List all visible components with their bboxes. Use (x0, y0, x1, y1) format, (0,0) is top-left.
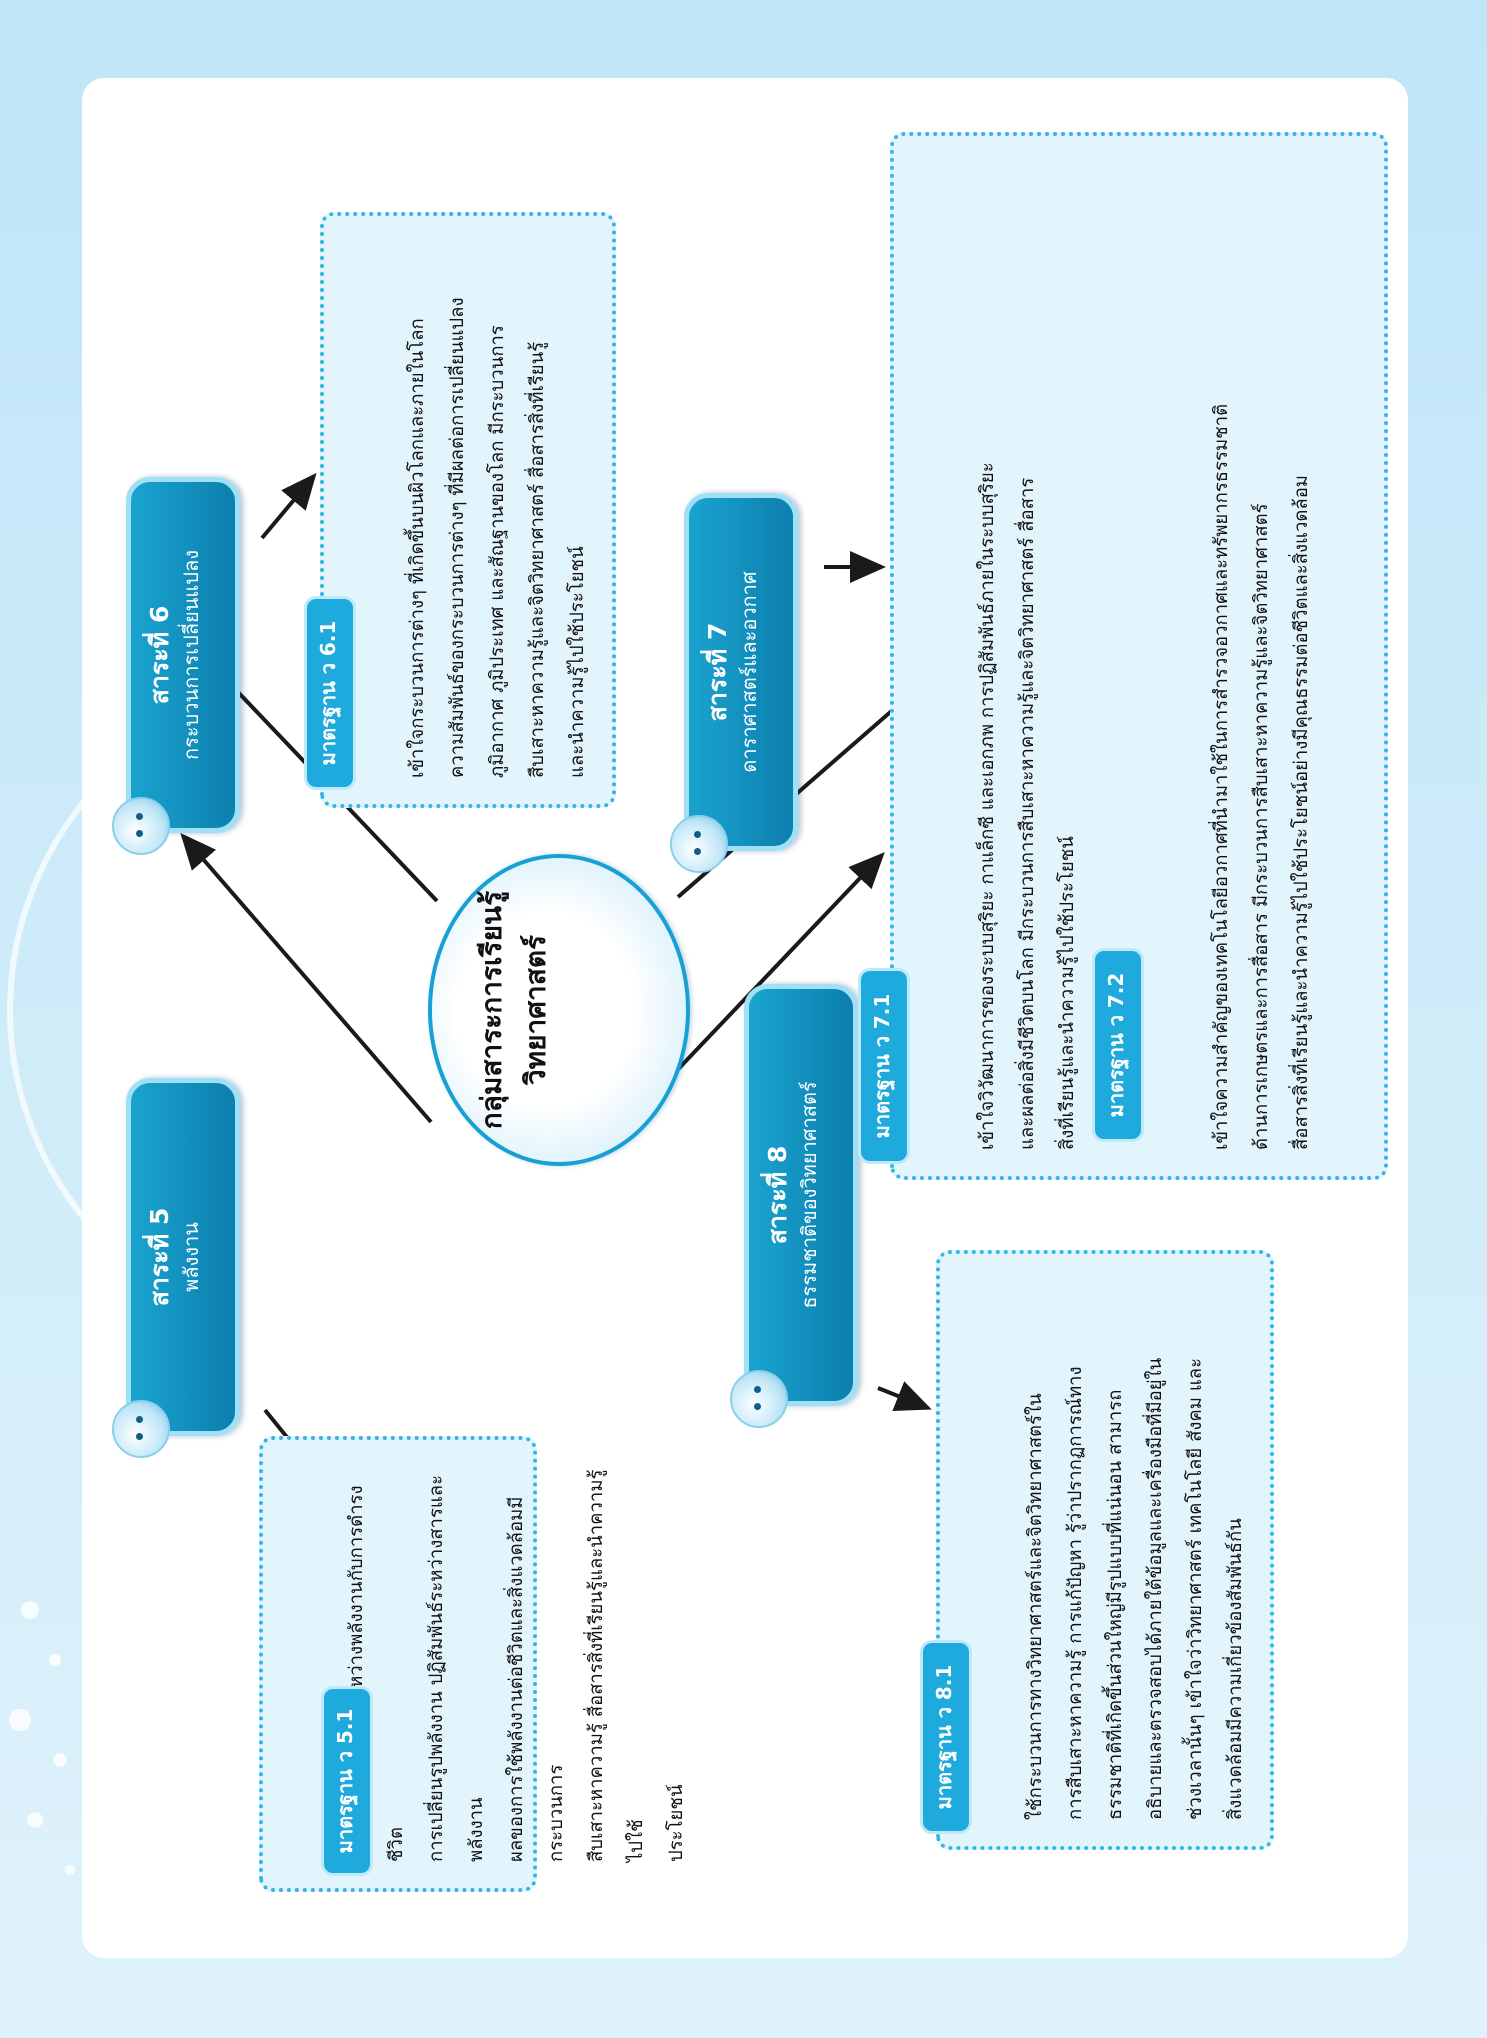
standard-text-line: ใช้กระบวนการทางวิทยาศาสตร์และจิตวิทยาศาส… (1025, 1393, 1046, 1820)
standard-text-line: ด้านการเกษตรและการสื่อสาร มีกระบวนการสืบ… (1251, 503, 1272, 1150)
standard-5-1-badge: มาตรฐาน ว 5.1 (321, 1686, 373, 1876)
standard-text-line: เข้าใจวิวัฒนาการของระบบสุริยะ กาแล็กซี แ… (977, 462, 998, 1150)
standard-text-line: และนำความรู้ไปใช้ประโยชน์ (567, 546, 588, 778)
arrow-topic-6-to-standard (260, 472, 317, 540)
standard-text-line: สิ่งที่เรียนรู้และนำความรู้ไปใช้ประโยชน์ (1057, 836, 1078, 1150)
standard-text-line: ช่วงเวลานั้นๆ เข้าใจว่าวิทยาศาสตร์ เทคโน… (1185, 1357, 1206, 1820)
topic-6-name: กระบวนการเปลี่ยนแปลง (179, 549, 203, 761)
standard-text-line: สืบเสาะหาความรู้และจิตวิทยาศาสตร์ สื่อสา… (527, 341, 548, 778)
standard-text-line: เข้าใจความสำคัญของเทคโนโลยีอวกาศที่นำมาใ… (1211, 403, 1232, 1150)
topic-7-box: สาระที่ 7 ดาราศาสตร์และอวกาศ (684, 493, 798, 851)
topic-6-number: สาระที่ 6 (145, 605, 174, 705)
topic-8-box: สาระที่ 8 ธรรมชาติของวิทยาศาสตร์ (744, 984, 858, 1406)
standard-8-1-panel: ใช้กระบวนการทางวิทยาศาสตร์และจิตวิทยาศาส… (936, 1250, 1274, 1850)
standard-text-line: สื่อสารสิ่งที่เรียนรู้และนำความรู้ไปใช้ป… (1291, 474, 1312, 1150)
mascot-icon (730, 1370, 788, 1428)
arrow-topic-8-to-standard (877, 1381, 932, 1411)
topic-6-box: สาระที่ 6 กระบวนการเปลี่ยนแปลง (126, 477, 240, 833)
mascot-icon (112, 797, 170, 855)
topic-5-box: สาระที่ 5 พลังงาน (126, 1078, 240, 1436)
standard-text-line: เข้าใจกระบวนการต่างๆ ที่เกิดขึ้นบนผิวโลก… (407, 318, 428, 778)
topic-8-name: ธรรมชาติของวิทยาศาสตร์ (797, 1081, 821, 1309)
topic-5-number: สาระที่ 5 (145, 1207, 174, 1307)
standard-text-line: ประโยชน์ (666, 1784, 687, 1862)
standard-8-1-badge: มาตรฐาน ว 8.1 (920, 1640, 972, 1834)
standard-7-2-text: เข้าใจความสำคัญของเทคโนโลยีอวกาศที่นำมาใ… (1202, 136, 1384, 1176)
mind-map: กลุ่มสาระการเรียนรู้ วิทยาศาสตร์ สาระที่… (82, 78, 1408, 1958)
standard-5-1-panel: เข้าใจความสัมพันธ์ระหว่างพลังงานกับการดำ… (259, 1436, 687, 1892)
standard-7-1-badge: มาตรฐาน ว 7.1 (858, 968, 910, 1164)
standard-6-1-panel: เข้าใจกระบวนการต่างๆ ที่เกิดขึ้นบนผิวโลก… (320, 212, 616, 808)
standard-6-1-text: เข้าใจกระบวนการต่างๆ ที่เกิดขึ้นบนผิวโลก… (398, 216, 612, 804)
standard-text-line: สืบเสาะหาความรู้ สื่อสารสิ่งที่เรียนรู้แ… (586, 1469, 647, 1862)
standard-7-1-text: เข้าใจวิวัฒนาการของระบบสุริยะ กาแล็กซี แ… (968, 136, 1088, 1176)
topic-8-number: สาระที่ 8 (763, 1145, 792, 1245)
arrow-to-topic-8 (662, 852, 885, 1086)
standard-text-line: การเปลี่ยนรูปพลังงาน ปฏิสัมพันธ์ระหว่างส… (426, 1474, 487, 1862)
arrow-to-topic-5 (180, 832, 433, 1124)
standard-text-line: และผลต่อสิ่งมีชีวิตบนโลก มีกระบวนการสืบเ… (1017, 477, 1038, 1150)
standard-6-1-badge: มาตรฐาน ว 6.1 (304, 596, 356, 790)
standard-text-line: ความสัมพันธ์ของกระบวนการต่างๆ ที่มีผลต่อ… (447, 297, 468, 778)
topic-7-number: สาระที่ 7 (703, 622, 732, 722)
standard-text-line: อธิบายและตรวจสอบได้ภายใต้ข้อมูลและเครื่อ… (1145, 1357, 1166, 1820)
mascot-icon (670, 815, 728, 873)
mascot-icon (112, 1400, 170, 1458)
standard-text-line: การสืบเสาะหาความรู้ การแก้ปัญหา รู้ว่าปร… (1065, 1366, 1086, 1820)
standard-7-2-badge: มาตรฐาน ว 7.2 (1092, 948, 1144, 1142)
topic-7-name: ดาราศาสตร์และอวกาศ (737, 571, 761, 773)
standard-text-line: ภูมิอากาศ ภูมิประเทศ และสัณฐานของโลก มีก… (487, 325, 508, 778)
center-topic: กลุ่มสาระการเรียนรู้ วิทยาศาสตร์ (428, 854, 690, 1166)
standard-text-line: ผลของการใช้พลังงานต่อชีวิตและสิ่งแวดล้อม… (506, 1496, 567, 1862)
standard-text-line: สิ่งแวดล้อมมีความเกี่ยวข้องสัมพันธ์กัน (1225, 1518, 1246, 1820)
center-title-line1: กลุ่มสาระการเรียนรู้ (475, 890, 508, 1130)
standard-text-line: ธรรมชาติที่เกิดขึ้นส่วนใหญ่มีรูปแบบที่แน… (1105, 1389, 1126, 1820)
standard-8-1-text: ใช้กระบวนการทางวิทยาศาสตร์และจิตวิทยาศาส… (1016, 1254, 1270, 1846)
center-title-line2: วิทยาศาสตร์ (519, 934, 552, 1086)
topic-5-name: พลังงาน (179, 1222, 203, 1292)
